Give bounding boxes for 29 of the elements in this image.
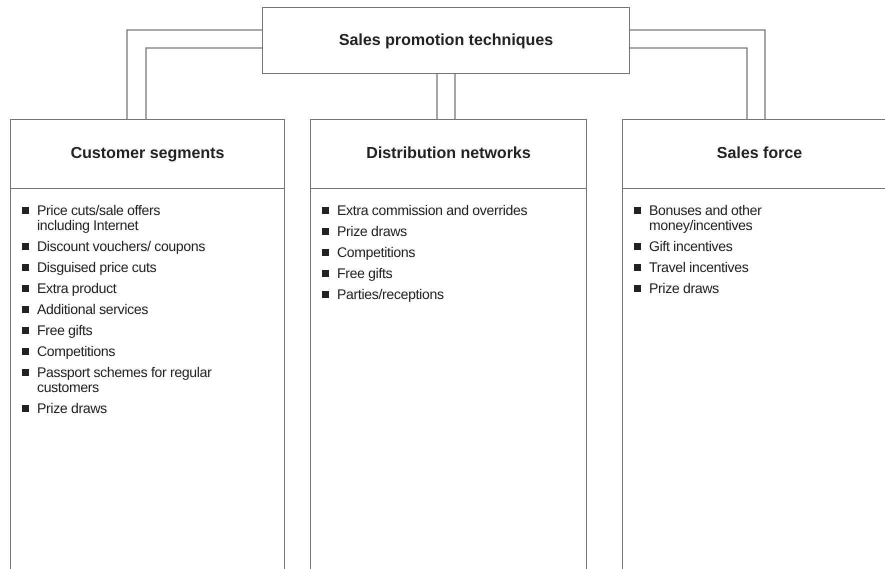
- list-item: Competitions: [37, 344, 116, 359]
- connector-channel: [436, 73, 456, 120]
- list-item: Gift incentives: [649, 239, 734, 254]
- list-item: Extra product: [37, 281, 118, 296]
- list-item: Free gifts: [337, 266, 394, 281]
- panel-heading: Sales force: [716, 145, 802, 163]
- category-panel: [310, 119, 587, 569]
- list-item: Discount vouchers/ coupons: [37, 239, 206, 254]
- list-item: Additional services: [37, 302, 150, 317]
- list-item: Parties/receptions: [337, 287, 445, 302]
- list-item: Prize draws: [649, 281, 720, 296]
- category-panel: [10, 119, 285, 569]
- panel-heading: Customer segments: [70, 145, 224, 163]
- connector-channel: [629, 29, 766, 120]
- title-box: [262, 7, 630, 74]
- list-item: Bonuses and other money/incentives: [649, 203, 762, 233]
- connector-channel: [126, 29, 263, 120]
- list-item: Free gifts: [37, 323, 94, 338]
- list-item: Disguised price cuts: [37, 260, 158, 275]
- list-item: Extra commission and overrides: [337, 203, 528, 218]
- category-panel: [622, 119, 885, 569]
- list-item: Prize draws: [37, 401, 108, 416]
- list-item: Prize draws: [337, 224, 408, 239]
- list-item: Price cuts/sale offers including Internet: [37, 203, 162, 233]
- list-item: Competitions: [337, 245, 416, 260]
- panel-heading: Distribution networks: [366, 145, 531, 163]
- list-item: Passport schemes for regular customers: [37, 365, 212, 395]
- box-title: Sales promotion techniques: [338, 32, 554, 50]
- list-item: Travel incentives: [649, 260, 750, 275]
